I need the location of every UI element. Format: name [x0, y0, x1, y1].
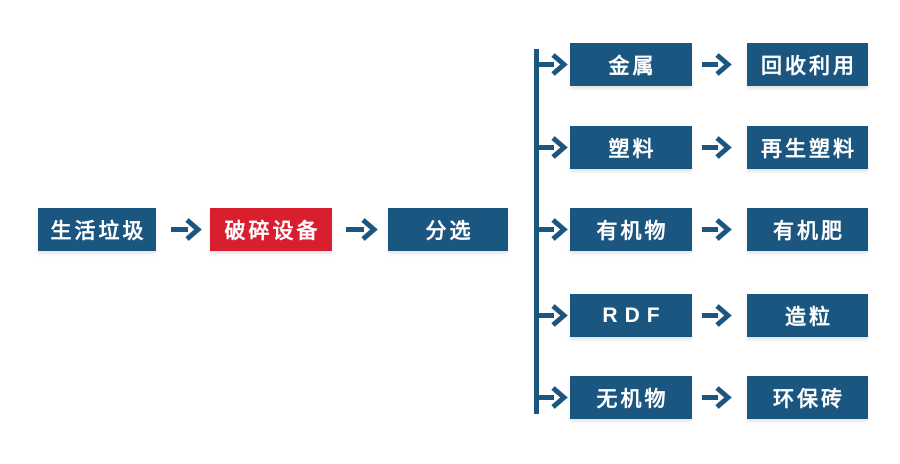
arrow-right-icon — [702, 386, 732, 409]
arrow-right-icon — [702, 53, 732, 76]
arrow-right-icon — [702, 304, 732, 327]
node-plastic: 塑料 — [570, 126, 692, 169]
node-granulation: 造粒 — [747, 294, 868, 337]
arrow-right-icon — [536, 218, 568, 241]
node-rdf: RDF — [570, 294, 692, 337]
node-inorganic-matter: 无机物 — [570, 376, 692, 419]
arrow-right-icon — [536, 386, 568, 409]
node-sorting: 分选 — [388, 208, 508, 251]
arrow-right-icon — [536, 53, 568, 76]
node-organic-fertilizer: 有机肥 — [747, 208, 868, 251]
node-metal: 金属 — [570, 43, 692, 86]
arrow-right-icon — [702, 136, 732, 159]
node-household-waste: 生活垃圾 — [38, 208, 156, 251]
arrow-right-icon — [536, 136, 568, 159]
node-eco-brick: 环保砖 — [747, 376, 868, 419]
node-recycling: 回收利用 — [747, 43, 868, 86]
arrow-right-icon — [346, 218, 378, 241]
arrow-right-icon — [702, 218, 732, 241]
arrow-right-icon — [536, 304, 568, 327]
node-crushing-equipment: 破碎设备 — [210, 208, 332, 251]
node-organic-matter: 有机物 — [570, 208, 692, 251]
node-recycled-plastic: 再生塑料 — [747, 126, 868, 169]
arrow-right-icon — [171, 218, 202, 241]
